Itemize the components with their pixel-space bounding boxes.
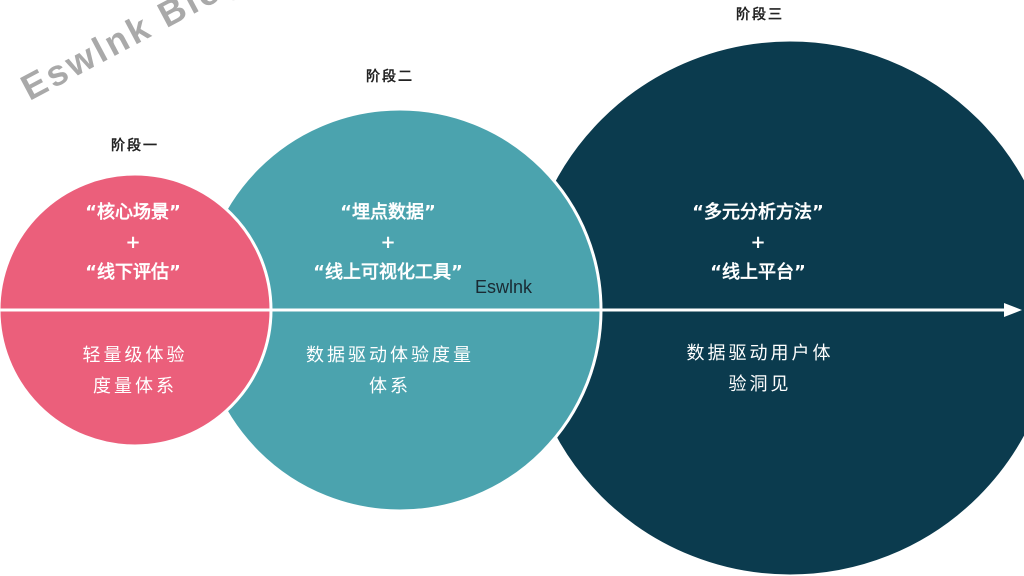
stage2-desc-line2: 体系 <box>369 376 411 397</box>
stage1-title: “核心场景” + “线下评估” <box>85 198 181 288</box>
stage2-plus: + <box>380 232 396 253</box>
stage1-line1: “核心场景” <box>85 202 181 223</box>
stage1-desc-line2: 度量体系 <box>93 376 177 397</box>
stage3-desc-line2: 验洞见 <box>728 374 792 395</box>
center-watermark: Eswlnk <box>475 277 533 297</box>
stage3-title: “多元分析方法” + “线上平台” <box>692 198 824 288</box>
stage3-label: 阶段三 <box>736 7 784 23</box>
stage1-plus: + <box>125 232 141 253</box>
stage2-desc-line1: 数据驱动体验度量 <box>306 345 474 366</box>
stage2-title: “埋点数据” + “线上可视化工具” <box>313 198 463 288</box>
stage3-plus: + <box>750 232 766 253</box>
stage2-line2: “线上可视化工具” <box>313 262 463 283</box>
stage1-label: 阶段一 <box>111 138 159 154</box>
stage2-line1: “埋点数据” <box>340 202 436 223</box>
stage1-desc: 轻量级体验 度量体系 <box>83 340 188 402</box>
stage3-line1: “多元分析方法” <box>692 202 824 223</box>
arrow-head-icon <box>1004 303 1022 317</box>
stage3-line2: “线上平台” <box>710 262 806 283</box>
stage3-desc: 数据驱动用户体 验洞见 <box>687 338 834 400</box>
stage2-desc: 数据驱动体验度量 体系 <box>306 340 474 402</box>
stage3-desc-line1: 数据驱动用户体 <box>686 343 834 364</box>
stage1-desc-line1: 轻量级体验 <box>82 345 188 366</box>
stage2-label: 阶段二 <box>366 69 414 85</box>
stage1-line2: “线下评估” <box>85 262 181 283</box>
